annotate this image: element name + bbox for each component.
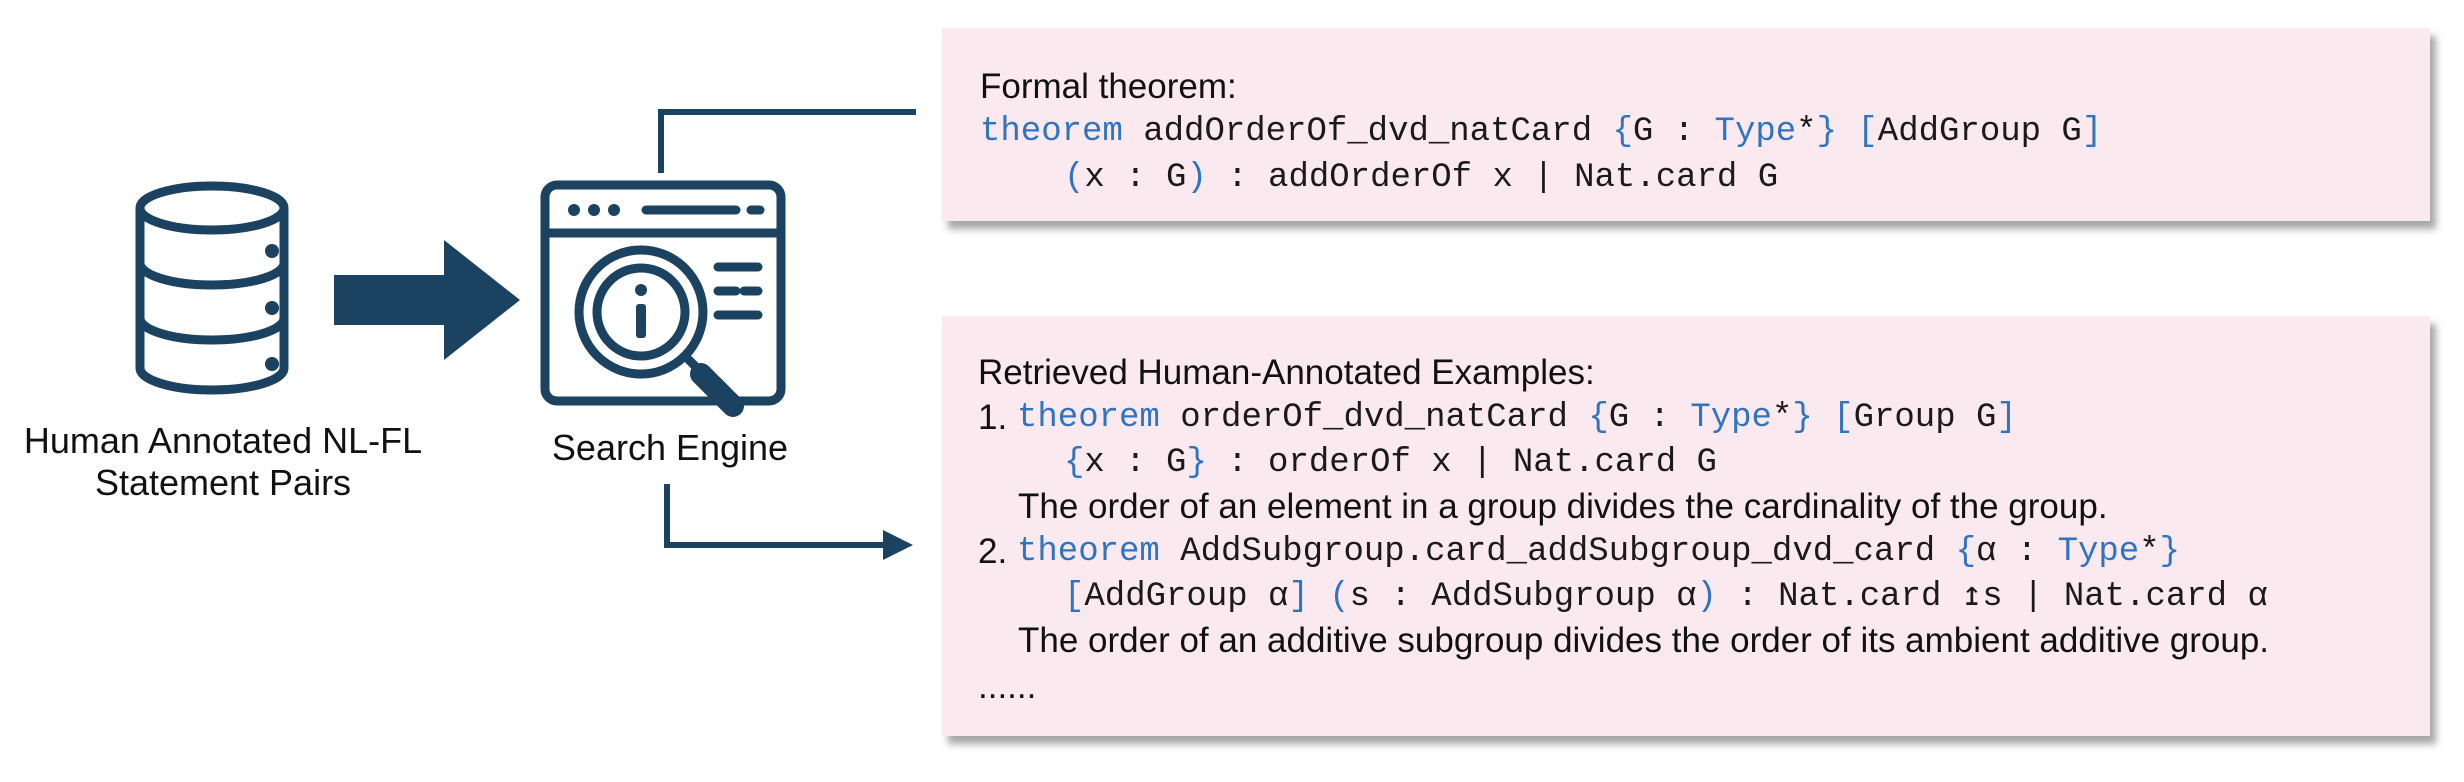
formal-theorem-title: Formal theorem: bbox=[980, 67, 1237, 106]
example-2-line1: theorem AddSubgroup.card_addSubgroup_dvd… bbox=[1017, 533, 2181, 571]
database-caption-line1: Human Annotated NL-FL bbox=[23, 420, 423, 461]
retrieved-examples-box: Retrieved Human-Annotated Examples: 1. t… bbox=[942, 316, 2430, 736]
keyword: theorem bbox=[980, 113, 1123, 151]
example-1-number: 1. bbox=[978, 398, 1008, 437]
search-engine-caption: Search Engine bbox=[551, 427, 789, 468]
example-1-line2: {x : G} : orderOf x | Nat.card G bbox=[1064, 444, 1717, 482]
keyword: theorem bbox=[1017, 399, 1160, 437]
example-2-description: The order of an additive subgroup divide… bbox=[1018, 621, 2270, 660]
formal-theorem-box: Formal theorem: theorem addOrderOf_dvd_n… bbox=[942, 28, 2430, 221]
formal-theorem-line1: theorem addOrderOf_dvd_natCard {G : Type… bbox=[980, 113, 2103, 151]
ellipsis: ...... bbox=[978, 667, 1037, 706]
database-icon bbox=[135, 181, 289, 395]
database-caption-line2: Statement Pairs bbox=[94, 462, 352, 503]
example-2-line2: [AddGroup α] (s : AddSubgroup α) : Nat.c… bbox=[1064, 578, 2268, 616]
example-2-number: 2. bbox=[978, 532, 1008, 571]
example-1-description: The order of an element in a group divid… bbox=[1018, 487, 2108, 526]
search-engine-icon bbox=[540, 180, 786, 417]
formal-theorem-line2: (x : G) : addOrderOf x | Nat.card G bbox=[1064, 159, 1779, 197]
example-1-line1: theorem orderOf_dvd_natCard {G : Type*} … bbox=[1017, 399, 2017, 437]
retrieved-examples-title: Retrieved Human-Annotated Examples: bbox=[978, 353, 1595, 392]
right-arrow-icon bbox=[334, 240, 520, 360]
database-caption: Human Annotated NL-FL Statement Pairs bbox=[0, 420, 446, 504]
keyword: theorem bbox=[1017, 533, 1160, 571]
